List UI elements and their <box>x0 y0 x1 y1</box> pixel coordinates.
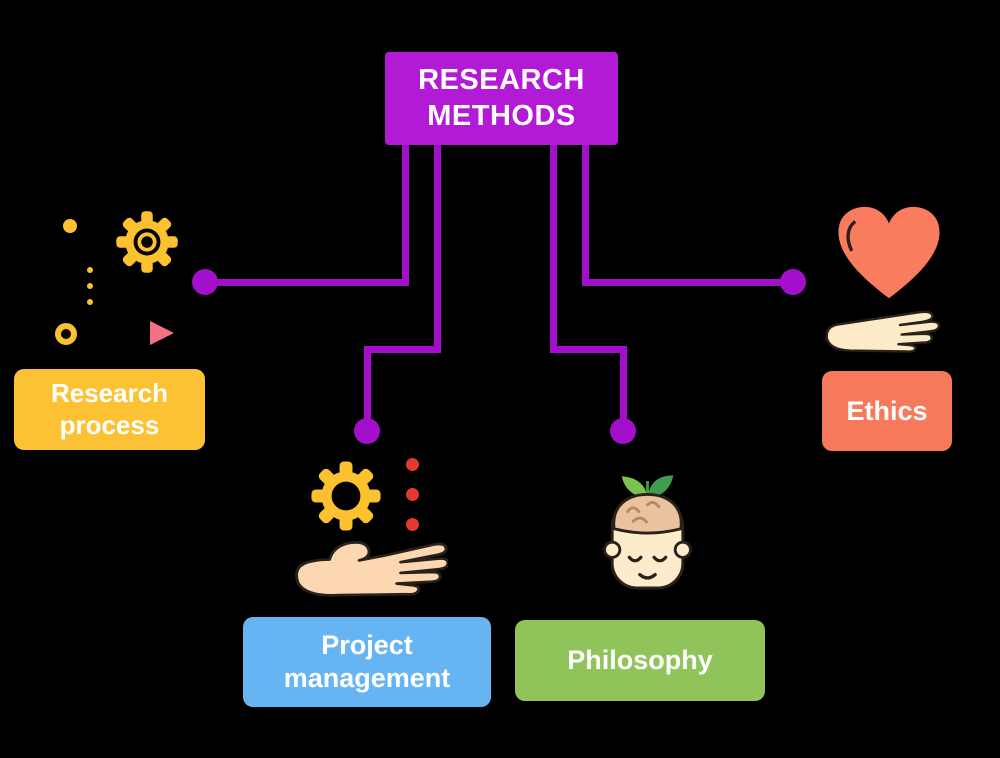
branch-node-ethics: Ethics <box>822 371 952 451</box>
ethics-icon <box>820 203 955 355</box>
yellow-dot-icon <box>63 219 77 233</box>
research-process-icon <box>45 205 200 355</box>
ring-icon <box>55 323 77 345</box>
heart-icon <box>838 206 940 299</box>
dotted-line-dot-icon <box>87 267 93 273</box>
red-dot-icon <box>406 518 419 531</box>
dotted-line-dot-icon <box>87 283 93 289</box>
branch-node-project-management: Project management <box>243 617 491 707</box>
connector-philosophy-vertical-1 <box>550 145 557 353</box>
gear-icon <box>116 211 178 273</box>
project-management-icon <box>288 452 458 604</box>
connector-ethics-vertical <box>582 145 589 286</box>
connector-philosophy-vertical-2 <box>620 346 627 432</box>
connector-research-vertical <box>402 145 409 286</box>
connector-project-horizontal <box>367 346 441 353</box>
connector-project-vertical-2 <box>364 346 371 432</box>
connector-project-endpoint <box>354 418 380 444</box>
philosophy-icon <box>595 450 700 598</box>
root-node-research-methods: RESEARCH METHODS <box>385 52 618 145</box>
triangle-icon <box>150 321 174 345</box>
connector-ethics-endpoint <box>780 269 806 295</box>
connector-research-endpoint <box>192 269 218 295</box>
connector-project-vertical-1 <box>434 145 441 353</box>
gear-icon <box>311 461 381 531</box>
connector-ethics-horizontal <box>585 279 793 286</box>
connector-research-horizontal <box>205 279 409 286</box>
dotted-line-dot-icon <box>87 299 93 305</box>
branch-node-research-process: Research process <box>14 369 205 450</box>
red-dot-icon <box>406 458 419 471</box>
connector-philosophy-endpoint <box>610 418 636 444</box>
mindful-head-icon <box>603 475 692 590</box>
open-hand-icon <box>295 541 448 597</box>
red-dot-icon <box>406 488 419 501</box>
connector-philosophy-horizontal <box>553 346 627 353</box>
branch-node-philosophy: Philosophy <box>515 620 765 701</box>
supporting-hand-icon <box>825 310 941 353</box>
